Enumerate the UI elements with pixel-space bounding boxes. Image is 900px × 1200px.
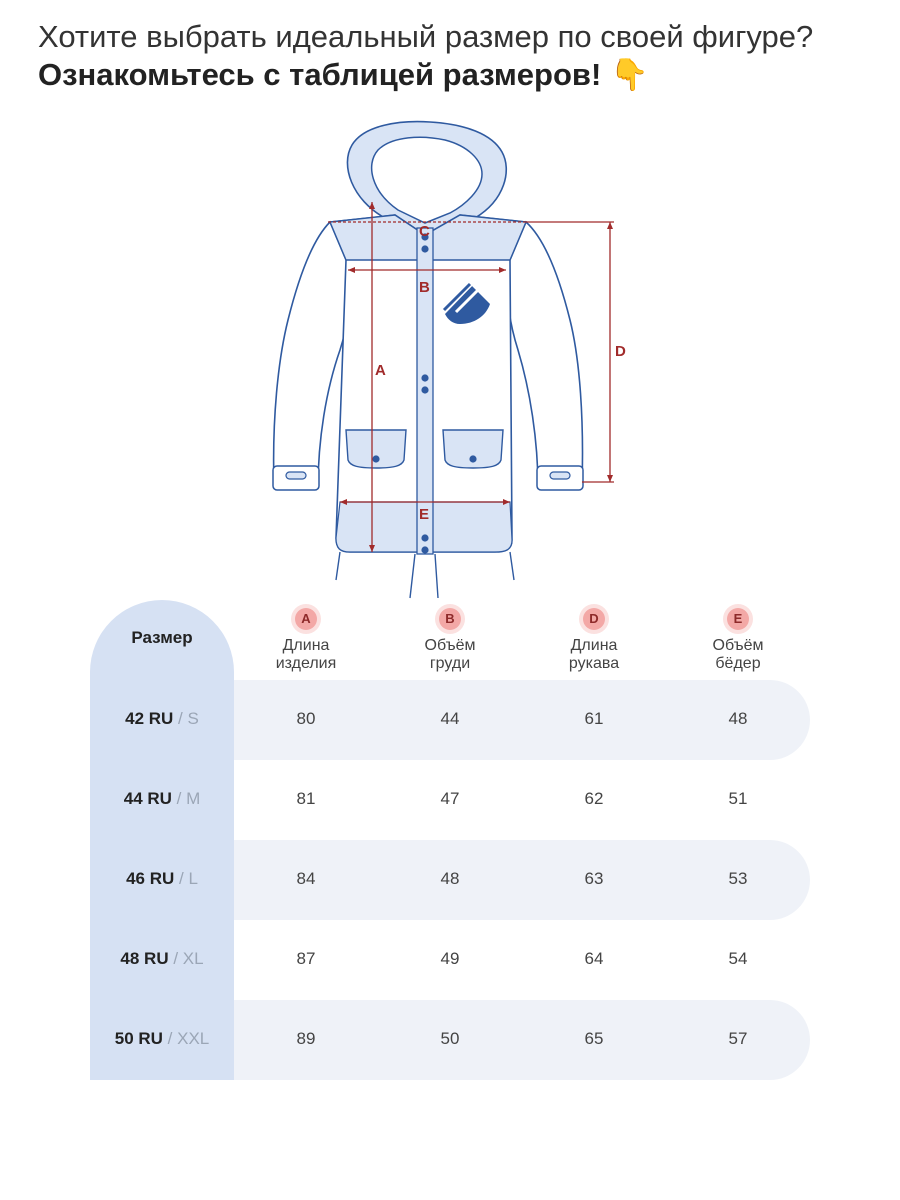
page-heading: Хотите выбрать идеальный размер по своей… <box>38 18 878 94</box>
button <box>421 374 429 382</box>
column-title: бёдер <box>715 655 761 672</box>
brand-logo-icon <box>442 280 490 324</box>
size-ru: 50 RU <box>114 1029 163 1048</box>
value-cell: 48 <box>728 709 748 728</box>
size-separator: / <box>168 949 183 968</box>
value-cell: 49 <box>440 949 460 968</box>
right-cuff-tab <box>549 471 571 480</box>
value-cell: 48 <box>440 869 460 888</box>
measure-lines <box>328 202 614 552</box>
value-cell: 84 <box>296 869 316 888</box>
right-pocket <box>442 429 504 469</box>
size-column-bg <box>90 600 234 1080</box>
measure-arrows <box>340 202 613 552</box>
pocket-button <box>469 455 477 463</box>
value-cell: 61 <box>584 709 604 728</box>
value-cell: 50 <box>440 1029 460 1048</box>
left-pocket <box>345 429 407 469</box>
row-stripe <box>234 1000 810 1080</box>
letter-badge: B <box>439 608 461 630</box>
table-row: 50 RU / XXL 89 50 65 57 <box>90 1000 810 1080</box>
value-cell: 53 <box>728 869 748 888</box>
value-cell: 51 <box>728 789 748 808</box>
value-cell: 65 <box>584 1029 604 1048</box>
column-title: Длина <box>282 637 330 654</box>
drawstring <box>409 553 439 599</box>
value-cell: 89 <box>296 1029 316 1048</box>
value-cell: 47 <box>440 789 460 808</box>
legs-outline <box>335 551 515 581</box>
value-cell: 80 <box>296 709 316 728</box>
size-cell: 46 RU / L <box>90 869 234 889</box>
pocket-button <box>372 455 380 463</box>
left-cuff-tab <box>285 471 307 480</box>
size-separator: / <box>174 869 189 888</box>
column-title: Объём <box>424 637 476 654</box>
label-a: A <box>375 362 386 379</box>
table-row: 46 RU / L 84 48 63 53 <box>90 840 810 920</box>
size-ru: 48 RU <box>120 949 169 968</box>
column-title: Длина <box>570 637 618 654</box>
size-ru: 42 RU <box>125 709 174 728</box>
button <box>421 245 429 253</box>
value-cell: 57 <box>728 1029 748 1048</box>
label-e: E <box>419 506 429 523</box>
letter-badge: A <box>295 608 317 630</box>
heading-call-to-action: Ознакомьтесь с таблицей размеров! 👇 <box>38 56 878 94</box>
size-ru: 46 RU <box>126 869 175 888</box>
value-cell: 81 <box>296 789 316 808</box>
value-cell: 64 <box>584 949 604 968</box>
row-stripe <box>234 680 810 760</box>
value-cell: 44 <box>440 709 460 728</box>
table-row: 48 RU / XL 87 49 64 54 <box>90 920 810 1000</box>
hood-opening <box>370 136 483 224</box>
value-cell: 87 <box>296 949 316 968</box>
column-title: изделия <box>275 655 337 672</box>
size-cell: 50 RU / XXL <box>90 1029 234 1049</box>
heading-cta-text: Ознакомьтесь с таблицей размеров! <box>38 57 602 92</box>
button <box>421 534 429 542</box>
right-sleeve <box>505 220 584 489</box>
column-title: Объём <box>712 637 764 654</box>
size-ru: 44 RU <box>123 789 172 808</box>
size-cell: 48 RU / XL <box>90 949 234 969</box>
label-d: D <box>615 343 626 360</box>
row-stripe <box>234 840 810 920</box>
table-row: 44 RU / M 81 47 62 51 <box>90 760 810 840</box>
size-cell: 44 RU / M <box>90 789 234 809</box>
label-c: C <box>419 223 430 240</box>
size-separator: / <box>162 1029 178 1048</box>
size-intl: XL <box>182 949 204 968</box>
size-intl: M <box>186 789 201 808</box>
label-b: B <box>419 279 430 296</box>
size-intl: S <box>187 709 199 728</box>
jacket-illustration: C B A D E <box>272 120 626 599</box>
column-title: рукава <box>568 655 620 672</box>
button <box>421 386 429 394</box>
size-separator: / <box>173 709 188 728</box>
letter-badge: E <box>727 608 749 630</box>
size-intl: L <box>188 869 198 888</box>
pointing-down-icon: 👇 <box>609 57 649 92</box>
column-title: груди <box>429 655 471 672</box>
value-cell: 62 <box>584 789 604 808</box>
value-cell: 54 <box>728 949 748 968</box>
size-cell: 42 RU / S <box>90 709 234 729</box>
table-row: 42 RU / S 80 44 61 48 <box>90 680 810 760</box>
button <box>421 233 429 241</box>
letter-badge: D <box>583 608 605 630</box>
size-separator: / <box>171 789 187 808</box>
size-column-header: Размер <box>131 628 193 647</box>
heading-question: Хотите выбрать идеальный размер по своей… <box>38 19 814 54</box>
button <box>421 546 429 554</box>
size-intl: XXL <box>177 1029 210 1048</box>
value-cell: 63 <box>584 869 604 888</box>
